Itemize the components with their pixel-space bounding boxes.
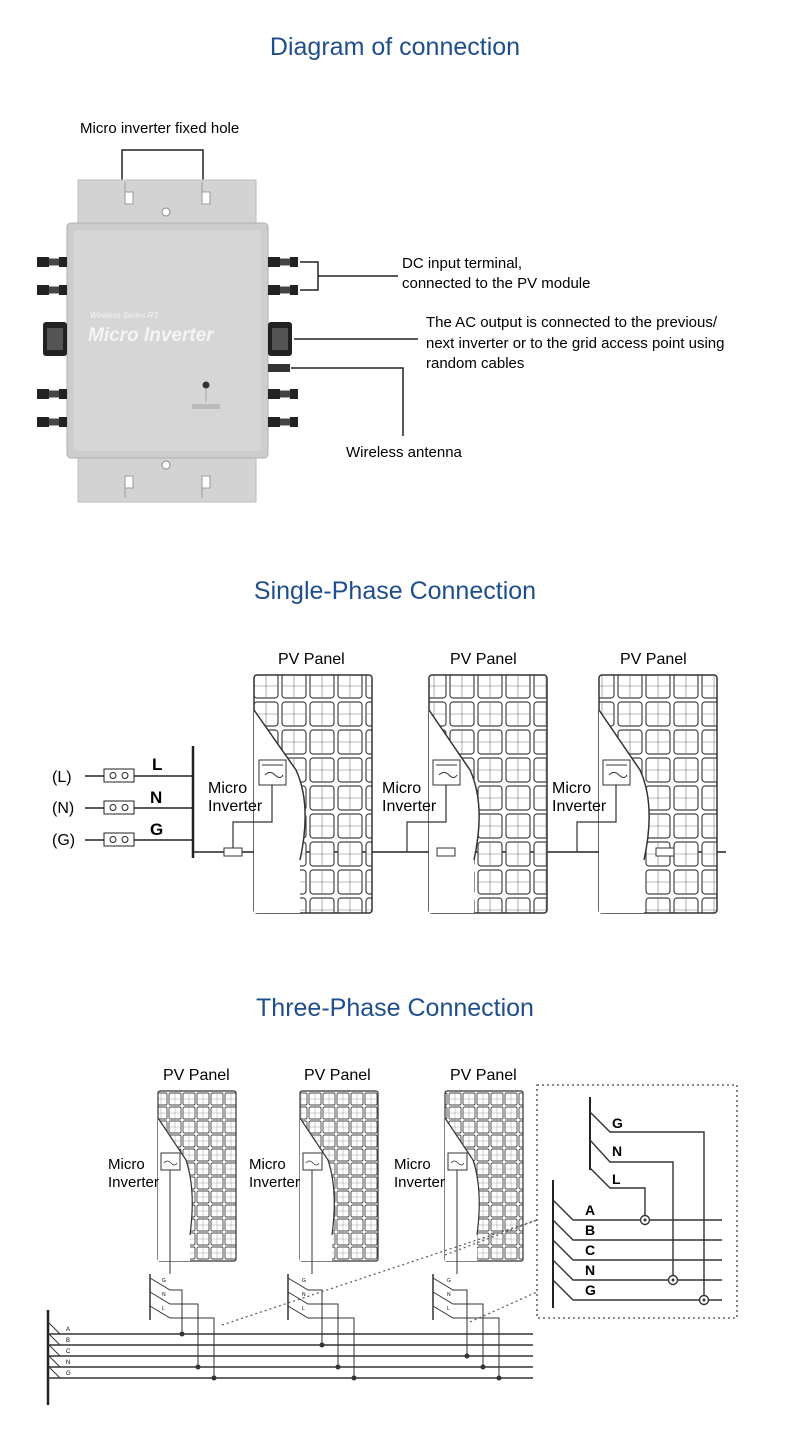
- sp-panel-label-1: PV Panel: [278, 651, 345, 668]
- phase-label-B: B: [585, 1222, 595, 1238]
- left-label-L: (L): [52, 769, 72, 786]
- sp-micro-label-1: Micro: [208, 780, 247, 797]
- device-series: Wireless Series R3: [90, 311, 158, 320]
- three-phase-diagram: A B C N G PV Panel Micro Inverter GNL PV…: [46, 1067, 738, 1405]
- bus-B: B: [66, 1338, 70, 1344]
- terminal-L: [85, 768, 193, 783]
- terminal-G: [85, 832, 193, 847]
- tp-micro-label-2: Micro: [249, 1156, 286, 1173]
- tp-panel-2: PV Panel Micro Inverter G N L: [249, 1067, 379, 1381]
- phase-label-C: C: [585, 1242, 595, 1258]
- single-phase-title: Single-Phase Connection: [253, 577, 537, 605]
- sp-panel-2: PV Panel Micro Inverter: [382, 651, 548, 914]
- detail-zoom-box: G N L A B C N G: [536, 1084, 738, 1319]
- left-connectors: [37, 257, 67, 427]
- svg-text:N: N: [302, 1292, 306, 1298]
- bus-N: N: [66, 1360, 70, 1366]
- svg-text:G: G: [302, 1278, 306, 1284]
- left-label-G: (G): [52, 832, 75, 849]
- detail-label-L: L: [612, 1171, 621, 1187]
- dc-input-label-1: DC input terminal,: [402, 255, 522, 272]
- tp-panel-label-2: PV Panel: [304, 1067, 371, 1084]
- phase-label-N: N: [585, 1262, 595, 1278]
- bus-A: A: [66, 1327, 70, 1333]
- svg-text:L: L: [162, 1306, 165, 1312]
- tp-inverter-label-3: Inverter: [394, 1174, 445, 1191]
- bus-label-L: L: [152, 755, 162, 774]
- ac-output-label-3: random cables: [426, 355, 524, 372]
- status-led: [202, 381, 210, 389]
- right-connectors: [268, 257, 298, 427]
- ac-output-label-1: The AC output is connected to the previo…: [426, 314, 718, 331]
- diagram-title: Diagram of connection: [269, 33, 521, 61]
- tp-micro-label-1: Micro: [108, 1156, 145, 1173]
- dc-input-label-2: connected to the PV module: [402, 275, 590, 292]
- tp-inverter-label-2: Inverter: [249, 1174, 300, 1191]
- svg-text:G: G: [162, 1278, 166, 1284]
- tp-inverter-label-1: Inverter: [108, 1174, 159, 1191]
- tp-micro-label-3: Micro: [394, 1156, 431, 1173]
- sp-panel-1: PV Panel Micro Inverter: [208, 651, 373, 914]
- terminal-N: [85, 800, 193, 815]
- phase-label-G: G: [585, 1282, 596, 1298]
- svg-text:N: N: [447, 1292, 451, 1298]
- three-phase-title: Three-Phase Connection: [256, 994, 534, 1022]
- sp-inverter-label-3: Inverter: [552, 798, 607, 815]
- sp-micro-label-3: Micro: [552, 780, 591, 797]
- sp-micro-label-2: Micro: [382, 780, 421, 797]
- svg-text:L: L: [447, 1306, 450, 1312]
- svg-text:G: G: [447, 1278, 451, 1284]
- antenna-label: Wireless antenna: [346, 444, 463, 461]
- sp-panel-label-3: PV Panel: [620, 651, 687, 668]
- ac-output-label-2: next inverter or to the grid access poin…: [426, 335, 725, 352]
- tp-panel-label-3: PV Panel: [450, 1067, 517, 1084]
- bus-label-N: N: [150, 788, 162, 807]
- bus-label-G: G: [150, 820, 163, 839]
- sp-panel-label-2: PV Panel: [450, 651, 517, 668]
- tp-panel-1: PV Panel Micro Inverter G N L: [108, 1067, 237, 1381]
- left-label-N: (N): [52, 800, 74, 817]
- sp-panel-3: PV Panel Micro Inverter: [552, 651, 718, 914]
- svg-text:N: N: [162, 1292, 166, 1298]
- device-name: Micro Inverter: [88, 325, 215, 346]
- detail-label-G: G: [612, 1115, 623, 1131]
- tp-panel-3: PV Panel Micro Inverter G N L: [394, 1067, 524, 1381]
- phase-label-A: A: [585, 1202, 595, 1218]
- inverter-device: Wireless Series R3 Micro Inverter: [66, 179, 269, 503]
- fixed-hole-bracket: [121, 149, 204, 186]
- fixed-hole-label: Micro inverter fixed hole: [80, 120, 239, 137]
- bus-G: G: [66, 1371, 71, 1377]
- bus-C: C: [66, 1349, 71, 1355]
- antenna-connector: [268, 364, 290, 372]
- single-phase-diagram: (L) (N) (G) L N G PV Panel: [52, 651, 726, 914]
- sp-inverter-label-1: Inverter: [208, 798, 263, 815]
- svg-text:L: L: [302, 1306, 305, 1312]
- tp-panel-label-1: PV Panel: [163, 1067, 230, 1084]
- detail-label-N: N: [612, 1143, 622, 1159]
- sp-inverter-label-2: Inverter: [382, 798, 437, 815]
